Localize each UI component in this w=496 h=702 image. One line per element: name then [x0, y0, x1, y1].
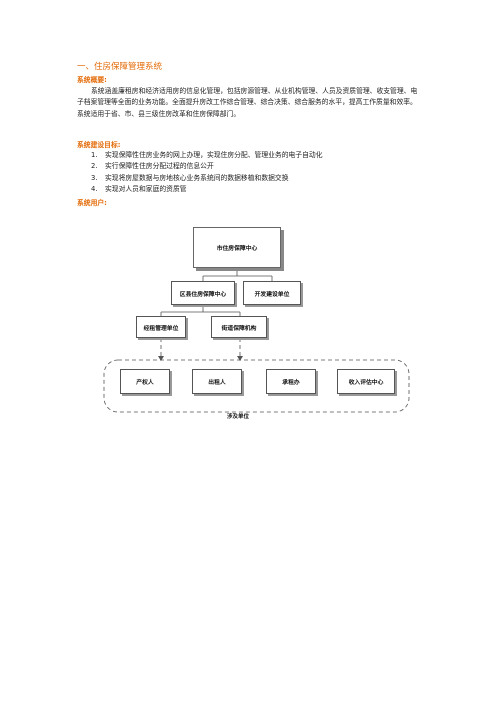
section-title: 一、住房保障管理系统 — [77, 62, 163, 72]
overview-paragraph: 系统涵盖廉租房和经济适用房的信息化管理，包括房源管理、从业机构管理、人员及资质管… — [77, 87, 418, 118]
participant-box-tenant-office: 承租办 — [266, 369, 316, 394]
org-box-city-center: 市住房保障中心 — [193, 227, 281, 268]
list-item: 2.实行保障性住房分配过程的信息公开 — [91, 162, 214, 171]
org-box-street-agency: 街道保障机构 — [211, 316, 267, 338]
list-item: 3.实现将房屋数据与房地核心业务系统间的数据移植和数据交换 — [91, 173, 289, 182]
org-box-district-center: 区县住房保障中心 — [171, 281, 235, 305]
participant-box-income-assessment: 收入评估中心 — [337, 369, 395, 394]
org-box-developer: 开发建设单位 — [243, 281, 301, 305]
list-item: 4.实现对人员和家庭的资质管 — [91, 184, 187, 193]
overview-heading: 系统概要: — [77, 76, 107, 84]
participant-box-lessor: 出租人 — [192, 369, 242, 394]
list-item: 1.实现保障性住房业务的网上办理，实现住房分配、管理业务的电子自动化 — [91, 151, 323, 159]
users-heading: 系统用户: — [77, 199, 107, 207]
goals-heading: 系统建设目标: — [77, 141, 121, 149]
org-box-lease-unit: 经租管理单位 — [136, 316, 186, 338]
goals-list: 1.实现保障性住房业务的网上办理，实现住房分配、管理业务的电子自动化 2.实行保… — [91, 150, 323, 195]
participants-region-label: 涉及单位 — [227, 414, 250, 420]
participant-box-owner: 产权人 — [120, 369, 170, 394]
